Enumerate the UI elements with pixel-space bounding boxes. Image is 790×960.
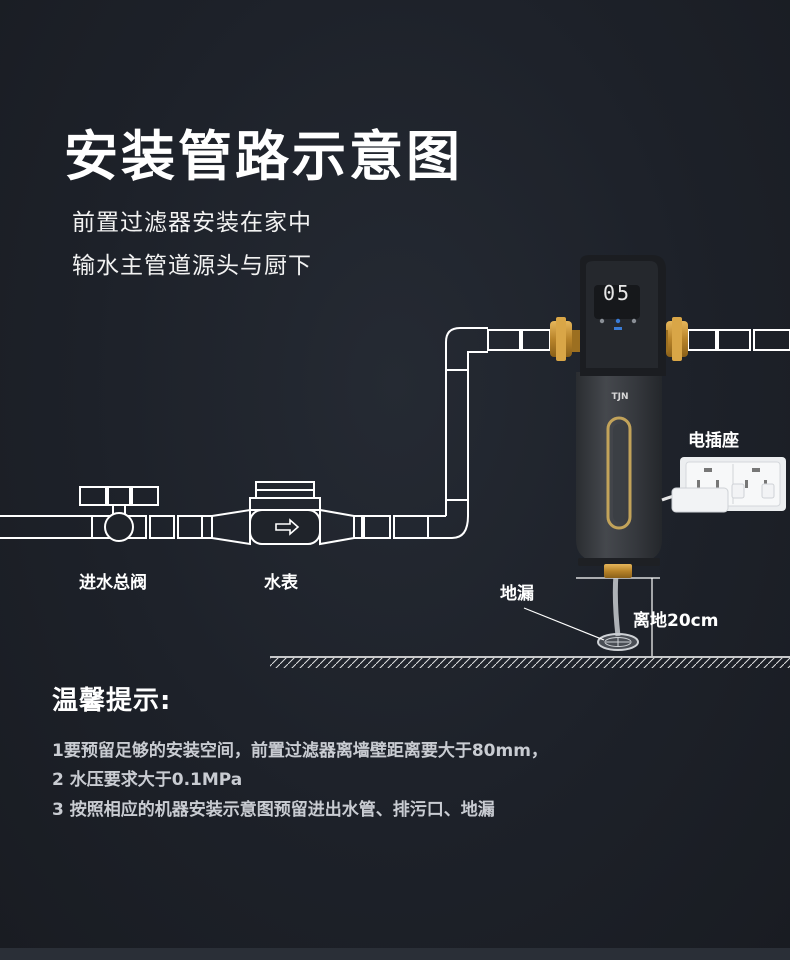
floor-drain-icon [597,633,639,651]
tip-item-1: 1要预留足够的安装空间，前置过滤器离墙壁距离要大于80mm， [52,741,548,761]
tips-heading: 温馨提示: [52,686,172,716]
wall-socket-icon [671,457,786,513]
height-label: 离地20cm [633,611,719,631]
subtitle-line-2: 输水主管道源头与厨下 [72,253,312,279]
display-readout: 05 [603,281,631,305]
subtitle-line-1: 前置过滤器安装在家中 [72,210,312,236]
drain-pointer [523,607,605,641]
drain-label: 地漏 [500,584,534,604]
bottom-strip [0,948,790,960]
tip-item-3: 3 按照相应的机器安装示意图预留进出水管、排污口、地漏 [52,800,495,820]
inlet-fitting [550,317,580,361]
water-meter [211,481,355,546]
main-valve [79,486,159,542]
tip-item-2: 2 水压要求大于0.1MPa [52,770,243,790]
valve-label: 进水总阀 [79,573,147,593]
floor-line [270,656,790,668]
brand-logo: TJN [611,392,628,402]
meter-label: 水表 [264,573,298,593]
drain-hose [612,573,621,637]
page-title: 安装管路示意图 [64,125,463,188]
prefilter-device [576,255,666,578]
socket-label: 电插座 [688,431,739,451]
